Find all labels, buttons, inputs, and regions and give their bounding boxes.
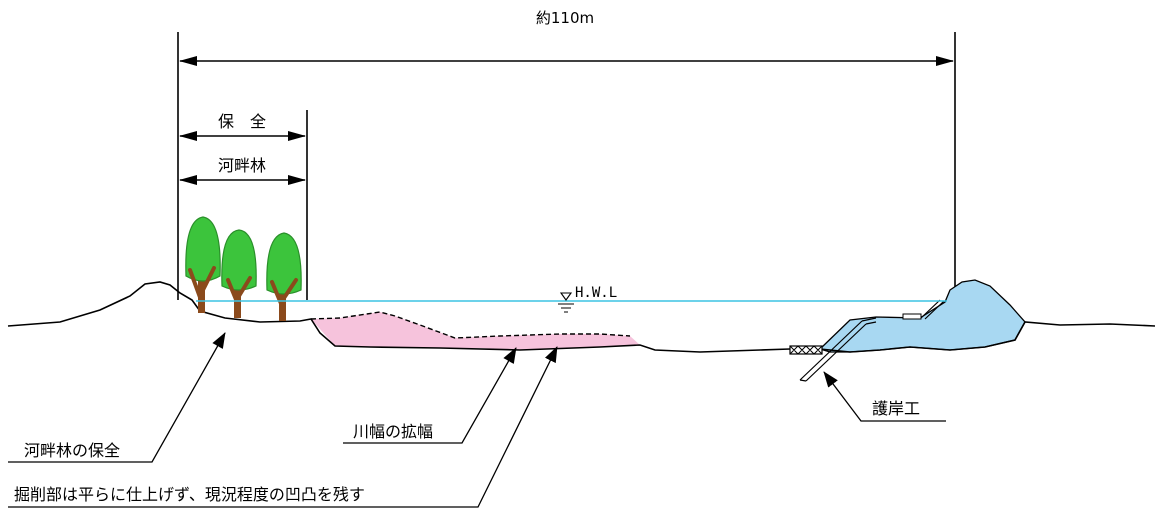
tree-icon bbox=[266, 232, 302, 321]
tree-icon bbox=[185, 216, 221, 313]
ground-profile-line bbox=[7, 281, 1156, 353]
overall-width-label: 約110m bbox=[536, 9, 594, 27]
excavation-note-leader bbox=[8, 346, 558, 508]
conservation-label: 保 全 bbox=[218, 112, 266, 131]
revetment-structure bbox=[799, 299, 945, 382]
excavation-note-label: 掘削部は平らに仕上げず、現況程度の凹凸を残す bbox=[14, 485, 365, 504]
high-water-level-label: H.W.L bbox=[575, 285, 617, 301]
excavation-top-dashed-line bbox=[310, 311, 631, 339]
revetment-label: 護岸工 bbox=[872, 399, 920, 418]
tree-icon bbox=[221, 229, 257, 318]
revetment-leader bbox=[823, 371, 946, 422]
widening-label: 川幅の拡幅 bbox=[353, 422, 433, 441]
forest-conservation-label: 河畔林の保全 bbox=[24, 441, 120, 460]
forest-conservation-leader bbox=[8, 332, 226, 463]
gabion-block-icon bbox=[789, 345, 823, 355]
widening-leader bbox=[343, 347, 517, 444]
excavation-area-fill bbox=[311, 312, 640, 350]
water-level-triangle-icon bbox=[558, 292, 574, 313]
riparian-forest-label: 河畔林 bbox=[218, 156, 266, 175]
